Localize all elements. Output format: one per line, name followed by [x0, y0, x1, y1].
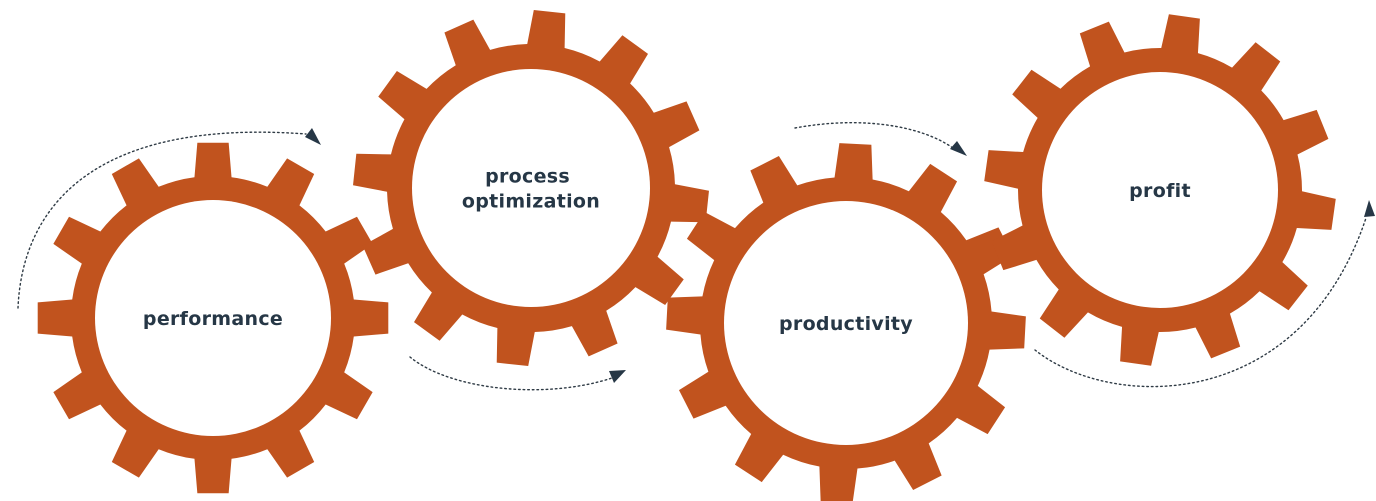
gear-process-optimization: process optimization — [353, 10, 709, 366]
gear-productivity-label: productivity — [779, 313, 913, 335]
gear-productivity-label-line-1: productivity — [779, 313, 913, 335]
gear-profit-label: profit — [1129, 180, 1191, 202]
gear-performance: performance — [37, 142, 389, 494]
gear-process-optimization-center — [412, 69, 650, 307]
gear-performance-label: performance — [143, 308, 283, 330]
flow-arrows — [17, 121, 1375, 391]
gear-performance-label-line-1: performance — [143, 308, 283, 330]
flow-arrow-1-icon — [17, 128, 321, 309]
gear-process-optimization-label: process optimization — [462, 166, 600, 213]
gear-profit-center — [1042, 72, 1278, 308]
gear-performance-center — [95, 200, 331, 436]
gear-profit-label-line-1: profit — [1129, 180, 1191, 202]
flow-arrow-4-icon — [1034, 200, 1375, 388]
gear-productivity: productivity — [666, 143, 1026, 501]
gear-process-optimization-label-line-2: optimization — [462, 191, 600, 213]
flow-arrow-2-icon — [409, 356, 626, 391]
gear-productivity-center — [724, 201, 968, 445]
gear-process-optimization-label-line-1: process — [485, 166, 570, 188]
gear-profit: profit — [984, 14, 1336, 366]
flow-arrow-3-icon — [794, 121, 967, 156]
